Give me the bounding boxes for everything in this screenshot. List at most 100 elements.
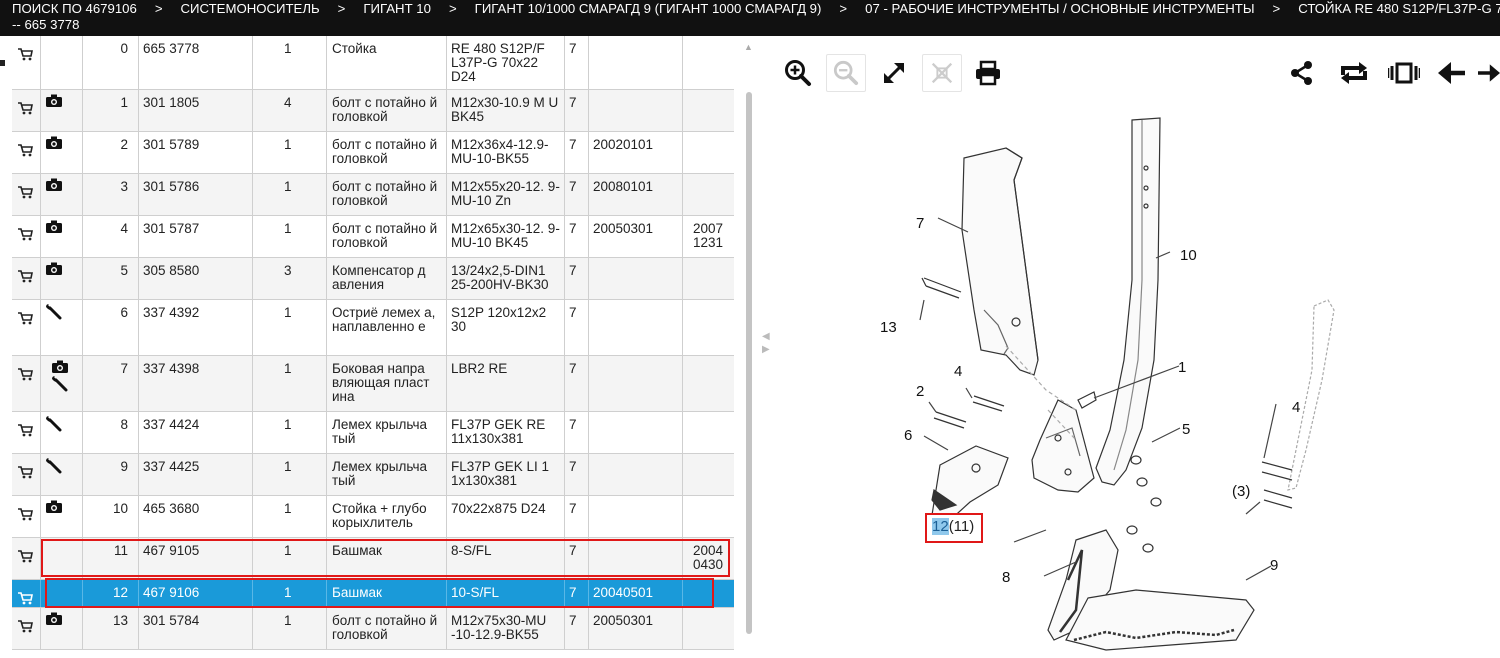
add-to-cart-icon[interactable] [18,270,33,283]
add-to-cart-icon[interactable] [18,620,33,633]
breadcrumb: ПОИСК ПО 4679106>СИСТЕМОНОСИТЕЛЬ>ГИГАНТ … [0,0,1500,36]
add-to-cart-icon[interactable] [18,228,33,241]
scroll-up-arrow[interactable]: ▲ [744,42,753,52]
article-number: 467 9105 [143,543,200,558]
callout-selected-number: 12 [932,518,949,535]
rotate-button[interactable] [1334,54,1374,92]
camera-icon[interactable] [46,500,63,515]
cart-icon[interactable] [0,58,6,74]
quantity: 1 [284,417,292,432]
column-divider [682,36,683,89]
table-scrollbar[interactable] [746,92,752,634]
column-divider [682,216,683,257]
add-to-cart-icon[interactable] [18,312,33,325]
expand-icon [883,62,905,84]
wrench-icon[interactable] [52,376,69,392]
column-divider [564,496,565,537]
forward-button[interactable] [1478,54,1500,92]
wrench-icon[interactable] [46,304,63,320]
breadcrumb-item[interactable]: ГИГАНТ 10 [363,1,431,16]
wrench-icon[interactable] [46,416,63,432]
column-divider [252,356,253,411]
part-name: болт с потайно й головкой [332,613,438,642]
camera-icon[interactable] [46,94,63,109]
panel-splitter[interactable]: ◀▶ [762,331,770,355]
part-spec: LBR2 RE [451,361,508,376]
column-divider [82,174,83,215]
diagram-label: 5 [1182,421,1190,438]
add-to-cart-icon[interactable] [18,144,33,157]
column-divider [564,90,565,131]
add-to-cart-icon[interactable] [18,508,33,521]
breadcrumb-item[interactable]: СТОЙКА RE 480 S12P/FL37P-G 70X22 D24 [1298,1,1500,16]
column-divider [252,454,253,495]
zoom-out-button[interactable] [826,54,866,92]
column-divider [82,132,83,173]
group-number: 7 [569,459,577,474]
column-divider [682,356,683,411]
camera-icon[interactable] [52,360,69,375]
camera-icon[interactable] [46,178,63,193]
camera-icon[interactable] [46,136,63,151]
group-number: 7 [569,585,577,600]
group-number: 7 [569,179,577,194]
column-divider [446,356,447,411]
camera-icon[interactable] [46,220,63,235]
print-button[interactable] [968,54,1008,92]
breadcrumb-item[interactable]: -- 665 3778 [12,17,80,32]
add-to-cart-icon[interactable] [18,466,33,479]
wrench-icon[interactable] [46,458,63,474]
zoom-in-button[interactable] [778,54,818,92]
valid-from-date: 20050301 [593,613,654,628]
column-divider [138,608,139,649]
camera-icon[interactable] [46,612,63,627]
article-number: 337 4425 [143,459,200,474]
column-divider [564,174,565,215]
camera-icon[interactable] [46,262,63,277]
share-button[interactable] [1282,54,1322,92]
selected-part-callout[interactable]: 12(11) [925,513,983,543]
carousel-button[interactable] [1384,54,1424,92]
add-to-cart-icon[interactable] [18,424,33,437]
breadcrumb-item[interactable]: 07 - РАБОЧИЕ ИНСТРУМЕНТЫ / ОСНОВНЫЕ ИНСТ… [865,1,1255,16]
position-number: 6 [120,305,128,320]
add-to-cart-icon[interactable] [18,102,33,115]
part-name: Лемех крыльча тый [332,417,428,446]
expand-button[interactable] [874,54,914,92]
breadcrumb-item[interactable]: ПОИСК ПО 4679106 [12,1,137,16]
add-to-cart-icon[interactable] [18,368,33,381]
back-button[interactable] [1432,54,1472,92]
article-number: 467 9106 [143,585,200,600]
valid-to-date: 2004 0430 [693,543,724,572]
add-to-cart-icon[interactable] [18,592,33,605]
column-divider [252,300,253,355]
breadcrumb-item[interactable]: ГИГАНТ 10/1000 СМАРАГД 9 (ГИГАНТ 1000 СМ… [474,1,822,16]
part-name: болт с потайно й головкой [332,179,438,208]
fit-button[interactable] [922,54,962,92]
diagram-label: (3) [1232,483,1250,500]
group-number: 7 [569,41,577,56]
column-divider [40,608,41,649]
add-to-cart-icon[interactable] [18,186,33,199]
group-number: 7 [569,221,577,236]
add-to-cart-icon[interactable] [18,550,33,563]
diagram-label: 4 [1292,399,1300,416]
add-to-cart-icon[interactable] [18,48,33,61]
part-spec: 8-S/FL [451,543,492,558]
breadcrumb-item[interactable]: СИСТЕМОНОСИТЕЛЬ [180,1,320,16]
group-number: 7 [569,95,577,110]
